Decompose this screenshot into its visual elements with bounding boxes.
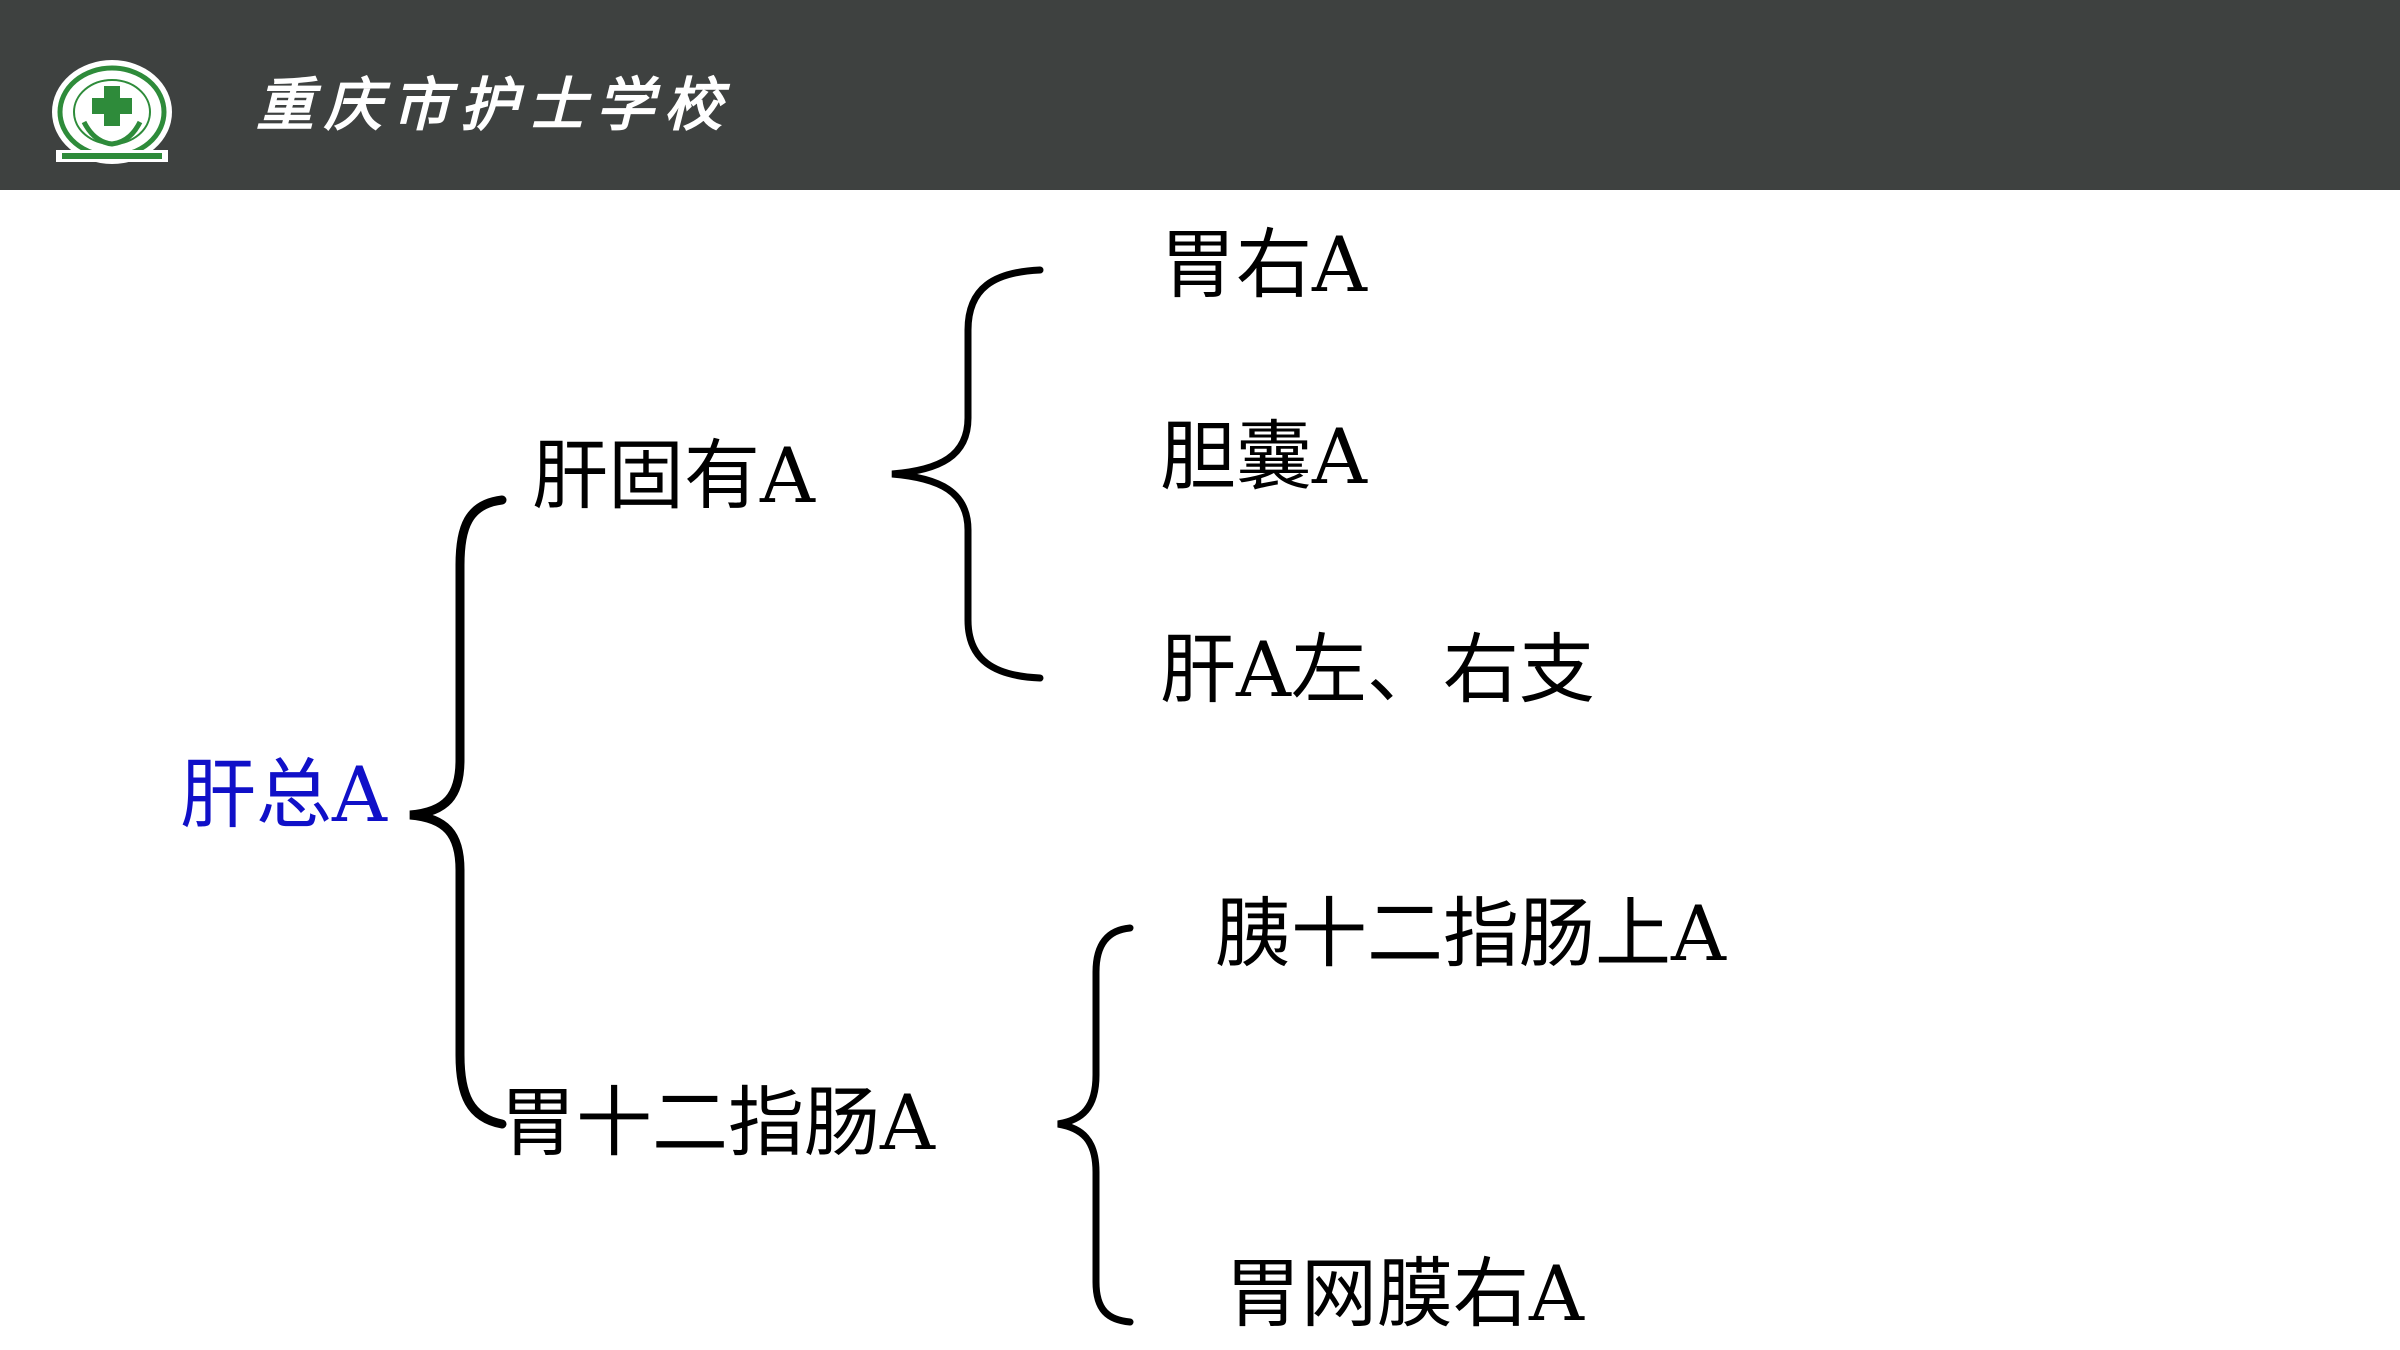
branch-node-1: 肝固有A bbox=[532, 431, 815, 520]
branch-1-brace bbox=[891, 266, 1044, 682]
branch-2-brace bbox=[1057, 924, 1134, 1326]
leaf-node: 胃右A bbox=[1160, 220, 1367, 309]
leaf-node: 胰十二指肠上A bbox=[1215, 889, 1726, 978]
header-bar: 重庆市护士学校 bbox=[0, 0, 2400, 190]
school-emblem-icon bbox=[52, 60, 172, 164]
root-brace bbox=[409, 495, 507, 1129]
leaf-node: 胃网膜右A bbox=[1225, 1249, 1584, 1338]
leaf-node: 胆囊A bbox=[1160, 412, 1367, 501]
branch-node-2: 胃十二指肠A bbox=[500, 1078, 935, 1167]
leaf-node: 肝A左、右支 bbox=[1160, 625, 1595, 714]
root-node: 肝总A bbox=[180, 750, 387, 839]
school-name: 重庆市护士学校 bbox=[256, 71, 733, 139]
